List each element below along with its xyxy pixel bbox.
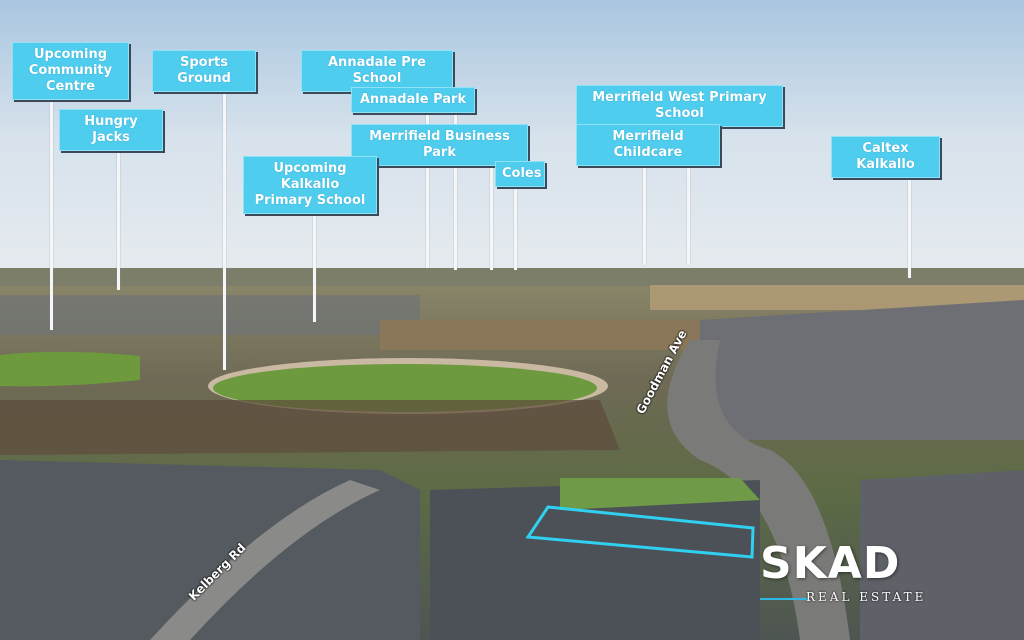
label-caltex-kalkallo: Caltex Kalkallo (831, 136, 940, 178)
pin-line (50, 78, 53, 330)
label-sports-ground: Sports Ground (152, 50, 256, 92)
label-merrifield-business-park: Merrifield Business Park (351, 124, 528, 166)
logo-tagline: REAL ESTATE (806, 590, 927, 604)
pin-line (313, 192, 316, 322)
logo-accent-bar (760, 598, 808, 600)
kelberg-rd-road (150, 480, 380, 640)
label-annadale-park: Annadale Park (351, 87, 475, 113)
pin-line (908, 160, 911, 278)
logo-wordmark: SKAD (760, 538, 901, 589)
sports-oval (0, 351, 140, 387)
pin-line (514, 186, 517, 270)
pin-line (454, 111, 457, 270)
distant-houses (0, 295, 420, 335)
label-upcoming-kalkallo-primary-school: Upcoming Kalkallo Primary School (243, 156, 377, 214)
pin-line (223, 74, 226, 370)
label-merrifield-west-primary-school: Merrifield West Primary School (576, 85, 783, 127)
label-hungry-jacks: Hungry Jacks (59, 109, 163, 151)
pin-line (687, 109, 690, 265)
highlighted-lot (525, 505, 755, 559)
label-upcoming-community-centre: Upcoming Community Centre (12, 42, 129, 100)
pin-line (490, 148, 493, 270)
label-coles: Coles (495, 161, 545, 187)
skad-logo: SKAD REAL ESTATE (760, 540, 930, 610)
pin-line (117, 133, 120, 290)
pin-line (643, 148, 646, 265)
label-annadale-pre-school: Annadale Pre School (301, 50, 453, 92)
pin-line (426, 74, 429, 268)
label-merrifield-childcare: Merrifield Childcare (576, 124, 720, 166)
houses-right (700, 300, 1024, 440)
